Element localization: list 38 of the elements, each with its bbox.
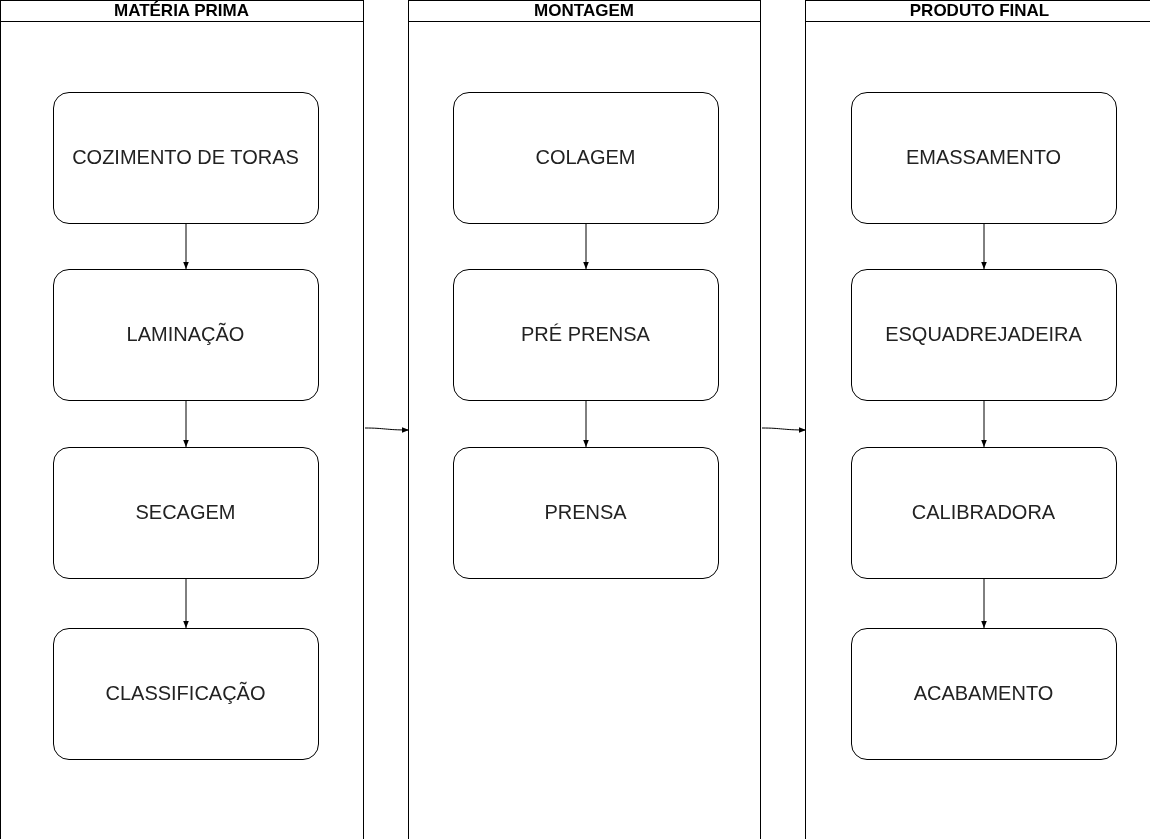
process-box [452,91,719,224]
process-box [850,268,1117,401]
arrow [583,223,589,270]
process-label: ACABAMENTO [913,681,1054,706]
arrow [183,400,189,448]
process-box [52,268,319,401]
process-box [452,446,719,579]
arrow [364,427,410,433]
process-label: ESQUADREJADEIRA [885,322,1082,347]
process-box [52,91,319,224]
swimlane [407,0,761,839]
arrow [583,400,589,448]
process-label: LAMINAÇÃO [126,321,245,347]
process-label: EMASSAMENTO [905,145,1062,170]
process-box [52,627,319,760]
process-box [850,446,1117,579]
process-box [452,268,719,401]
process-label: PRÉ PRENSA [521,322,650,347]
process-label: COLAGEM [535,145,636,170]
process-box [52,446,319,579]
swimlane [804,0,1150,839]
swimlane [0,0,364,839]
process-label: COZIMENTO DE TORAS [72,145,299,170]
process-box [850,627,1117,760]
process-label: SECAGEM [135,500,236,525]
arrow [183,578,189,629]
arrow [981,400,987,448]
lane-title: MONTAGEM [534,0,634,21]
arrow [183,223,189,270]
process-label: PRENSA [544,500,627,525]
arrow [981,223,987,270]
arrow [981,578,987,629]
process-box [850,91,1117,224]
process-label: CALIBRADORA [911,500,1056,525]
lane-title: MATÉRIA PRIMA [113,0,249,21]
process-label: CLASSIFICAÇÃO [105,680,266,706]
arrow [761,427,807,433]
lane-title: PRODUTO FINAL [909,0,1050,21]
